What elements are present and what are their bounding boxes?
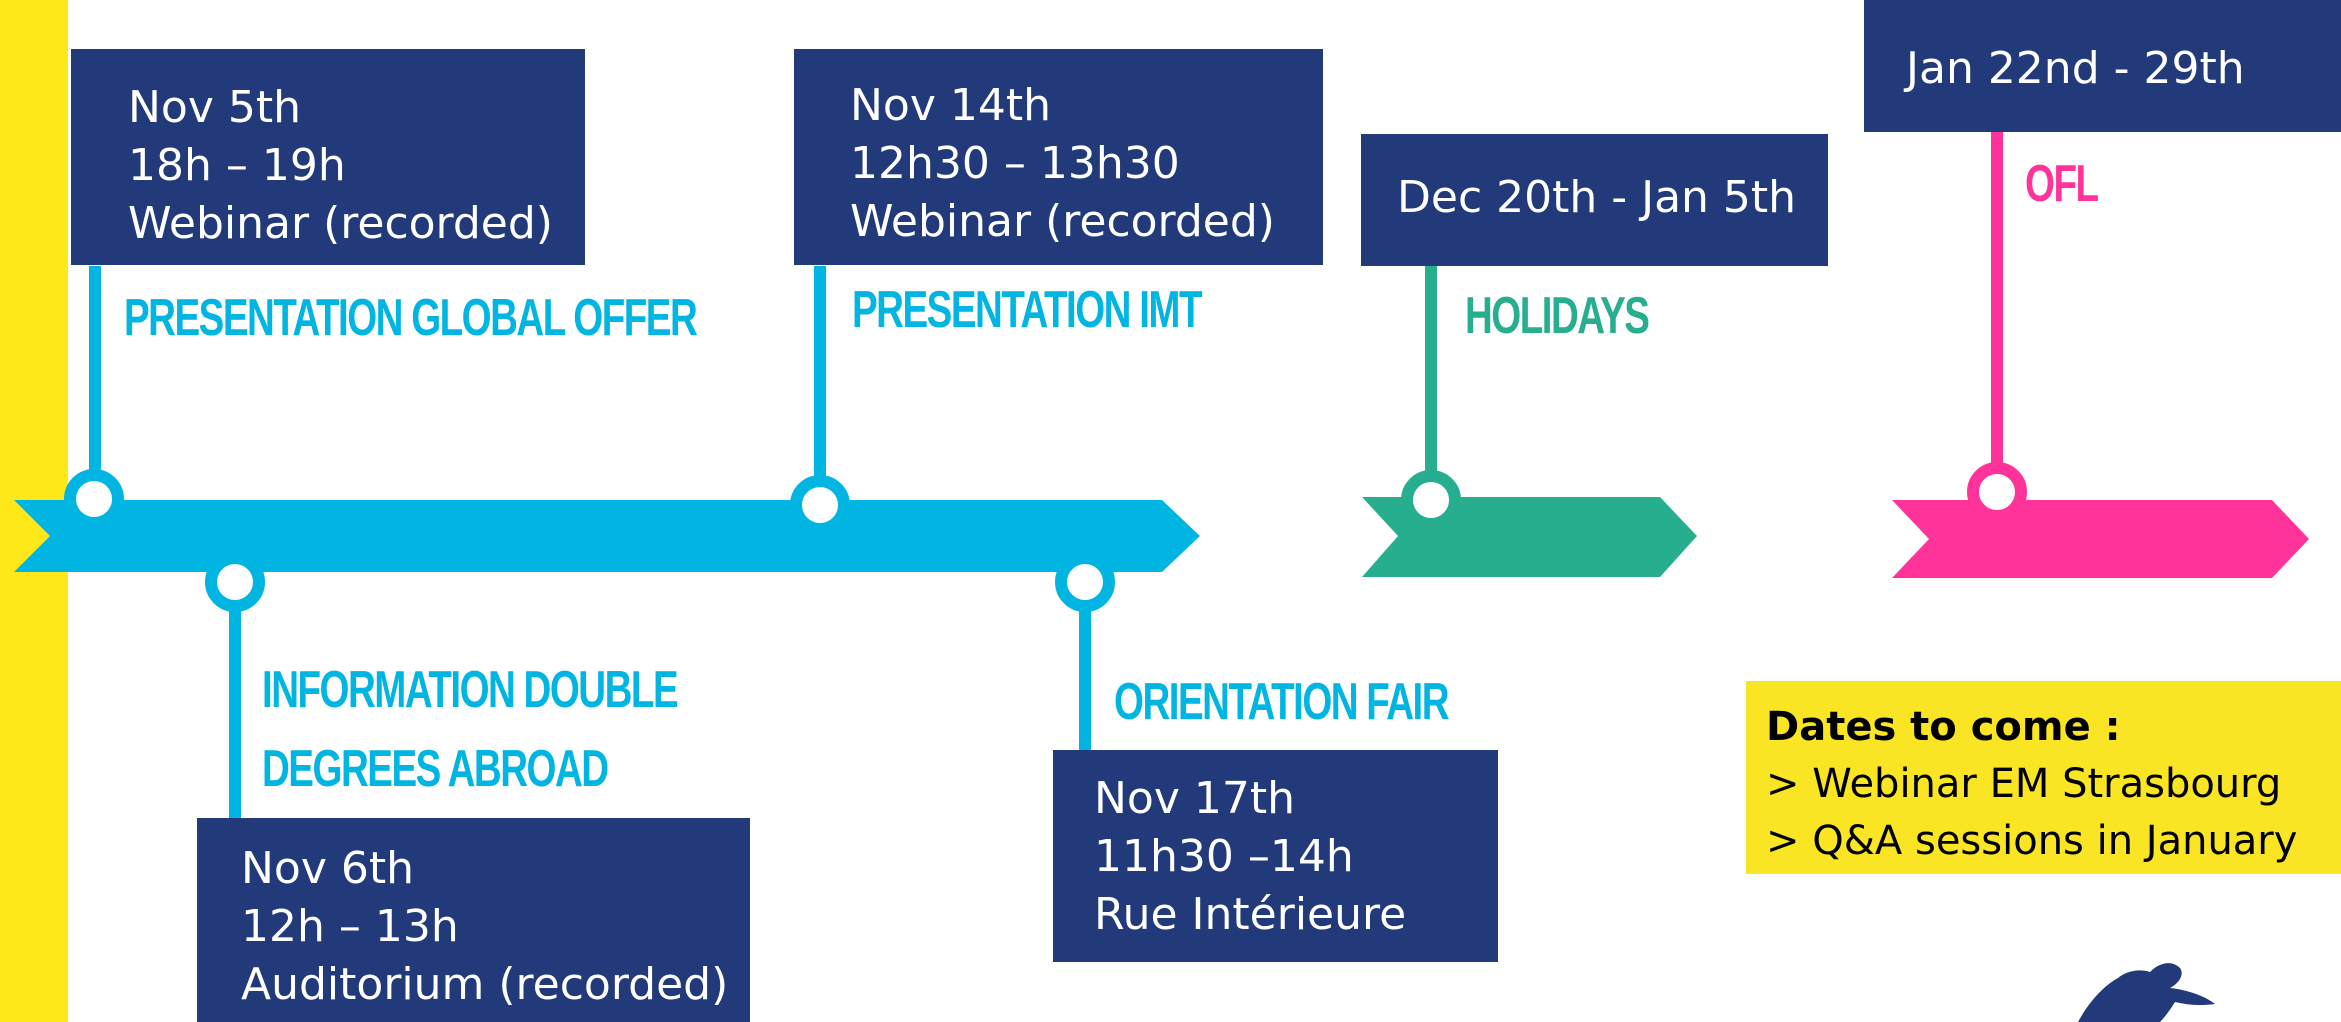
event-title-double-degrees-line1: INFORMATION DOUBLE [262,661,679,719]
node-nov17 [1055,552,1115,612]
event-title-ofl: OFL [2025,155,2099,213]
connector-nov17 [1079,585,1091,750]
event-title-holidays: HOLIDAYS [1465,287,1650,345]
event-date: Nov 6th [241,843,414,894]
timeline-arrow-cyan [14,500,1200,572]
event-card-nov17: Nov 17th 11h30 –14h Rue Intérieure [1053,750,1498,962]
connector-holidays [1425,266,1437,498]
node-nov6 [205,552,265,612]
node-holidays [1401,470,1461,530]
event-location: Auditorium (recorded) [241,959,729,1010]
dates-to-come-item: > Q&A sessions in January [1766,818,2298,864]
event-time: 18h – 19h [128,140,346,191]
event-date: Jan 22nd - 29th [1906,43,2245,94]
event-card-holidays: Dec 20th - Jan 5th [1361,134,1828,266]
event-time: 12h – 13h [241,901,459,952]
event-title-imt: PRESENTATION IMT [852,281,1202,339]
connector-nov6 [229,585,241,819]
event-title-global-offer: PRESENTATION GLOBAL OFFER [124,289,698,347]
connector-nov5 [89,266,101,496]
timeline-arrow-pink [1892,500,2309,578]
connector-ofl [1991,132,2003,492]
dates-to-come-box: Dates to come : > Webinar EM Strasbourg … [1746,681,2341,874]
event-title-double-degrees-line2: DEGREES ABROAD [262,740,609,798]
event-date: Dec 20th - Jan 5th [1397,172,1797,223]
dates-to-come-header: Dates to come : [1766,704,2121,750]
event-location: Webinar (recorded) [850,196,1275,247]
event-card-nov6: Nov 6th 12h – 13h Auditorium (recorded) [197,818,750,1022]
leaping-cat-logo-icon [2078,963,2215,1022]
event-time: 11h30 –14h [1094,831,1354,882]
event-title-orientation-fair: ORIENTATION FAIR [1114,673,1450,731]
event-date: Nov 14th [850,80,1051,131]
node-nov14 [790,475,850,535]
event-date: Nov 17th [1094,773,1295,824]
node-nov5 [64,469,124,529]
event-date: Nov 5th [128,82,301,133]
event-card-nov5: Nov 5th 18h – 19h Webinar (recorded) [71,49,585,265]
event-location: Rue Intérieure [1094,889,1407,940]
dates-to-come-item: > Webinar EM Strasbourg [1766,761,2282,807]
event-location: Webinar (recorded) [128,198,553,249]
node-ofl [1967,462,2027,522]
connector-nov14 [814,266,826,502]
event-time: 12h30 – 13h30 [850,138,1180,189]
event-card-ofl: Jan 22nd - 29th [1864,0,2341,132]
event-card-nov14: Nov 14th 12h30 – 13h30 Webinar (recorded… [794,49,1323,265]
